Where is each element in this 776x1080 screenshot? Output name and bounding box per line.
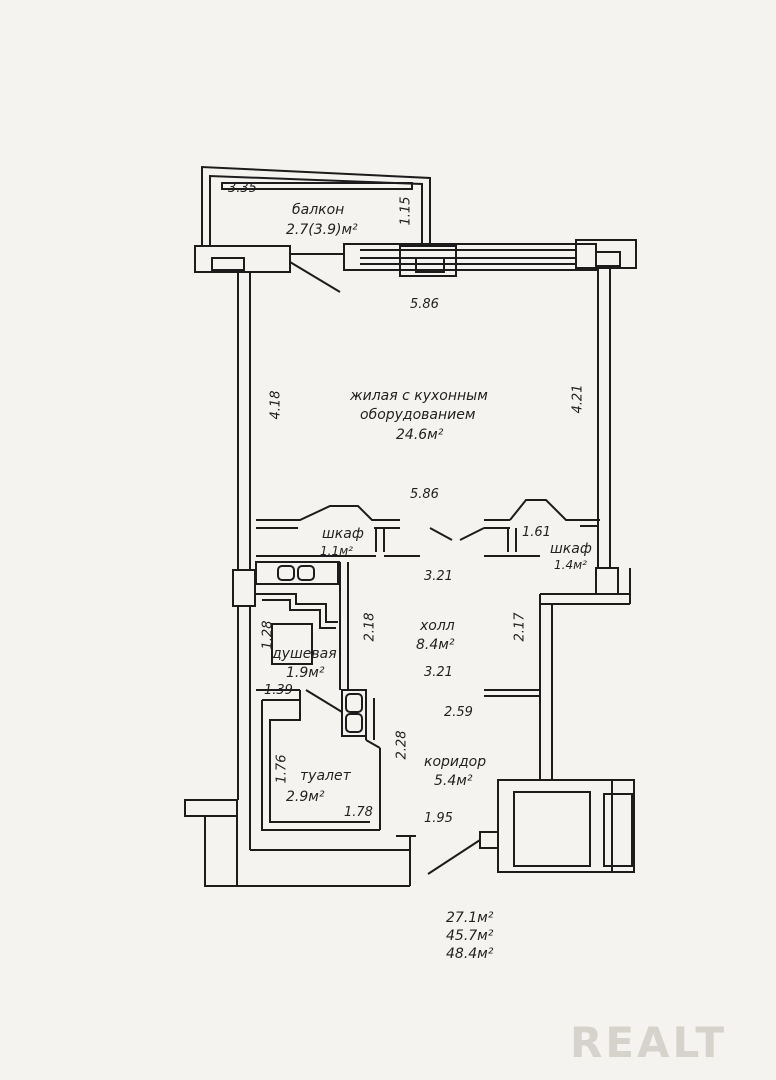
corridor-name: коридор [424,754,487,770]
balcony-area: 2.7(3.9)м² [286,222,358,238]
hall-top-dim: 3.21 [424,569,453,584]
living-top-dim: 5.86 [410,297,439,312]
shower-area: 1.9м² [286,665,325,681]
toilet-area: 2.9м² [286,789,325,805]
bath-walls [256,562,540,831]
realt-watermark: REALT [570,1018,727,1067]
living-name-line1: жилая с кухонным [350,388,488,404]
hall-right-dim: 2.17 [512,612,528,642]
corridor-bottom-dim: 1.95 [424,811,453,826]
living-name-line2: оборудованием [360,407,476,423]
area-totals: 27.1м² 45.7м² 48.4м² [446,909,493,963]
living-left-dim: 4.18 [268,390,284,420]
corridor-top-dim: 2.59 [444,705,473,720]
balcony-outline [201,165,431,246]
toilet-side-dim: 1.76 [274,754,290,784]
exterior-walls [194,239,637,800]
bottom-walls [184,799,499,887]
total-living-area: 27.1м² [446,910,494,926]
closet-right-dim: 1.61 [522,525,551,540]
toilet-name: туалет [300,768,351,784]
corridor-side-dim: 2.28 [394,730,410,760]
toilet-bottom-dim: 1.78 [344,805,373,820]
closet-left-area: 1.1м² [320,544,353,558]
hall-bottom-dim: 3.21 [424,665,453,680]
hall-area: 8.4м² [416,637,455,653]
closet-right-name: шкаф [550,541,592,557]
corridor-area: 5.4м² [434,773,473,789]
shaft-block [497,779,635,873]
balcony-depth-dim: 1.15 [398,196,414,226]
balcony-name: балкон [292,202,345,218]
kitchen-units [255,561,339,585]
balcony-width-dim: 3.35 [228,181,257,196]
total-area-with-balcony: 48.4м² [446,946,494,962]
hall-left-dim: 2.18 [362,612,378,642]
shower-name: душевая [272,646,337,662]
closet-left-name: шкаф [322,526,364,542]
living-bottom-dim: 5.86 [410,487,439,502]
closet-right-area: 1.4м² [554,558,587,572]
total-area: 45.7м² [446,928,494,944]
living-right-dim: 4.21 [570,384,586,414]
living-area: 24.6м² [396,427,444,443]
hall-name: холл [420,618,455,634]
shower-dim-b: 1.39 [264,683,293,698]
